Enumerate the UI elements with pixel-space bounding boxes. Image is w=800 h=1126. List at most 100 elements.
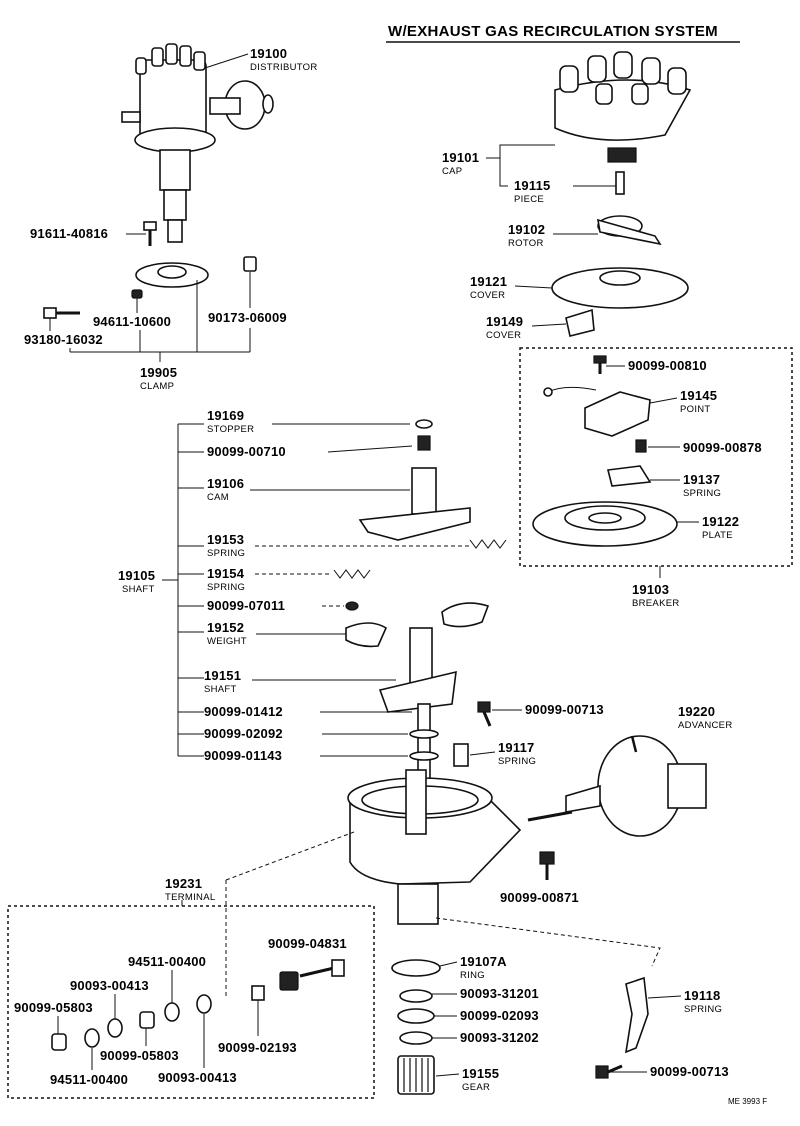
bolt-93180-illustration: [43, 307, 80, 319]
ring-19107A-illustration: [391, 959, 441, 977]
label-19106-num: 19106: [207, 476, 244, 491]
label-19137-name: SPRING: [683, 488, 721, 499]
housing-illustration: [347, 769, 522, 925]
label-19103-num: 19103: [632, 582, 669, 597]
washer-07011-illustration: [345, 601, 359, 611]
label-19115-name: PIECE: [514, 194, 544, 205]
washer-01143-illustration: [409, 751, 439, 761]
gear-illustration: [397, 1055, 435, 1095]
screw-00713-bottom-illustration: [595, 1064, 623, 1079]
label-90099-00871: 90099-00871: [500, 890, 579, 905]
label-19149-num: 19149: [486, 314, 523, 329]
cover-19149-illustration: [565, 308, 595, 337]
label-94511-00400-bottom: 94511-00400: [50, 1072, 128, 1087]
point-illustration: [543, 386, 651, 437]
washer-02093-illustration: [397, 1008, 435, 1024]
label-19220-num: 19220: [678, 704, 715, 719]
screw-00810-illustration: [593, 355, 607, 374]
label-90099-01412: 90099-01412: [204, 704, 283, 719]
label-19117-num: 19117: [498, 740, 534, 755]
nut-05803-right-illustration: [139, 1011, 155, 1029]
washer-00413-top-illustration: [107, 1018, 123, 1038]
label-19145-name: POINT: [680, 404, 711, 415]
label-90173-06009: 90173-06009: [208, 310, 287, 325]
label-19231-name: TERMINAL: [165, 892, 215, 903]
label-19169-name: STOPPER: [207, 424, 254, 435]
nut-94611-illustration: [131, 289, 143, 299]
label-19107A-name: RING: [460, 970, 485, 981]
washer-00413-bottom-illustration: [196, 994, 212, 1014]
label-19231-num: 19231: [165, 876, 202, 891]
label-91611-40816: 91611-40816: [30, 226, 108, 241]
label-94611-10600: 94611-10600: [93, 314, 171, 329]
label-19155-num: 19155: [462, 1066, 499, 1081]
label-90093-31202: 90093-31202: [460, 1030, 539, 1045]
label-19105-num: 19105: [118, 568, 155, 583]
label-90099-07011: 90099-07011: [207, 598, 285, 613]
label-19152-num: 19152: [207, 620, 244, 635]
label-19905-name: CLAMP: [140, 381, 174, 392]
label-90099-00713-top: 90099-00713: [525, 702, 604, 717]
label-19153-num: 19153: [207, 532, 244, 547]
label-90099-02092: 90099-02092: [204, 726, 283, 741]
distributor-assembly-illustration: [121, 43, 274, 243]
label-19115-num: 19115: [514, 178, 550, 193]
label-19102-name: ROTOR: [508, 238, 544, 249]
label-19149-name: COVER: [486, 330, 521, 341]
label-90093-00413-top: 90093-00413: [70, 978, 149, 993]
drawing-code: ME 3993 F: [728, 1097, 767, 1106]
breaker-group-box: [519, 347, 793, 567]
label-90099-00713-bottom: 90099-00713: [650, 1064, 729, 1079]
label-90099-05803-right: 90099-05803: [100, 1048, 179, 1063]
plate-illustration: [532, 501, 678, 547]
label-90099-02193: 90099-02193: [218, 1040, 297, 1055]
label-19154-name: SPRING: [207, 582, 245, 593]
screw-00713-top-illustration: [477, 701, 492, 727]
label-19103-name: BREAKER: [632, 598, 680, 609]
label-19169-num: 19169: [207, 408, 244, 423]
screw-00710-illustration: [417, 435, 431, 451]
label-90099-01143: 90099-01143: [204, 748, 282, 763]
label-19137-num: 19137: [683, 472, 720, 487]
spring-19117-illustration: [453, 743, 469, 767]
label-19145-num: 19145: [680, 388, 717, 403]
cap-illustration: [554, 51, 692, 163]
advancer-illustration: [527, 735, 707, 837]
label-19100-name: DISTRIBUTOR: [250, 62, 318, 73]
label-19151-name: SHAFT: [204, 684, 237, 695]
label-94511-00400-top: 94511-00400: [128, 954, 206, 969]
terminal-block-illustration: [279, 971, 299, 991]
screw-00878-illustration: [635, 439, 647, 453]
label-90093-00413-bottom: 90093-00413: [158, 1070, 237, 1085]
label-19153-name: SPRING: [207, 548, 245, 559]
label-19105-name: SHAFT: [122, 584, 155, 595]
label-90099-05803-left: 90099-05803: [14, 1000, 93, 1015]
spring-19137-illustration: [607, 465, 652, 487]
washer-94511-bottom-illustration: [84, 1028, 100, 1048]
washer-02092-illustration: [409, 729, 439, 739]
label-19117-name: SPRING: [498, 756, 536, 767]
label-19220-name: ADVANCER: [678, 720, 732, 731]
spring-19153-illustration: [469, 539, 507, 549]
rotor-illustration: [597, 215, 662, 246]
label-19121-name: COVER: [470, 290, 505, 301]
spring-19118-illustration: [624, 976, 649, 1054]
weight-left-illustration: [345, 622, 388, 648]
label-90099-02093: 90099-02093: [460, 1008, 539, 1023]
cover-19121-illustration: [551, 267, 689, 309]
piece-19115-illustration: [615, 171, 625, 195]
label-19102-num: 19102: [508, 222, 545, 237]
label-90099-04831: 90099-04831: [268, 936, 347, 951]
nut-05803-left-illustration: [51, 1033, 67, 1051]
washer-94511-top-illustration: [164, 1002, 180, 1022]
shaft-19151-illustration: [378, 627, 457, 795]
label-19121-num: 19121: [470, 274, 507, 289]
stopper-illustration: [415, 419, 433, 429]
label-19106-name: CAM: [207, 492, 229, 503]
label-19122-num: 19122: [702, 514, 739, 529]
diagram-title: W/EXHAUST GAS RECIRCULATION SYSTEM: [388, 23, 718, 40]
label-19118-num: 19118: [684, 988, 720, 1003]
label-93180-16032: 93180-16032: [24, 332, 103, 347]
label-90099-00878: 90099-00878: [683, 440, 762, 455]
